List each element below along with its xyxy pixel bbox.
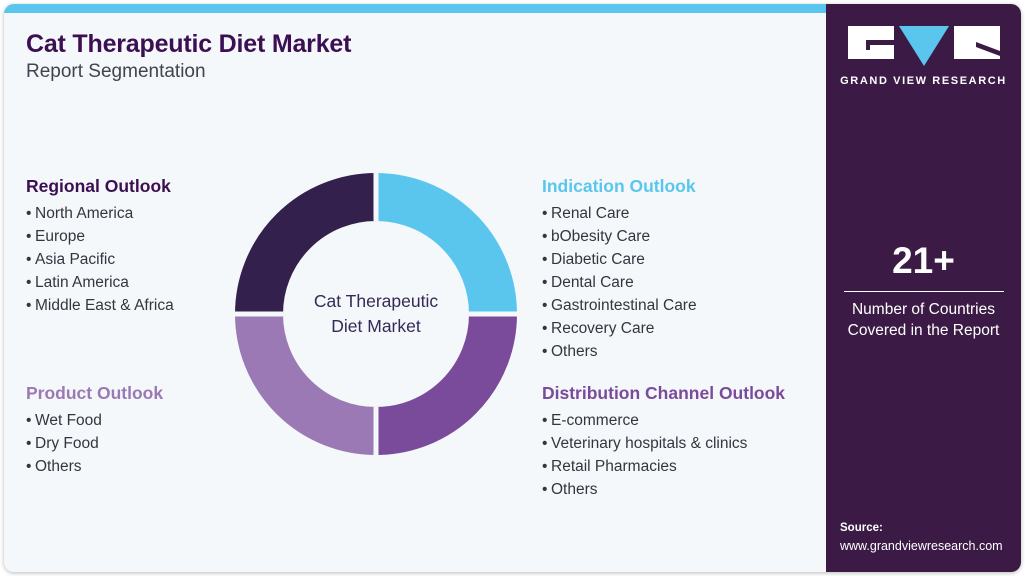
list-item: E-commerce — [542, 409, 785, 432]
donut-svg — [235, 173, 517, 455]
donut-slice-product — [235, 313, 377, 455]
list-item: Asia Pacific — [26, 248, 174, 271]
logo-g-icon — [847, 26, 894, 59]
logo-marks — [847, 26, 1000, 66]
source-block: Source: www.grandviewresearch.com — [840, 520, 1018, 555]
donut-slice-regional — [235, 173, 377, 315]
list-item: North America — [26, 202, 174, 225]
logo-v-triangle-icon — [898, 26, 949, 66]
infographic-card: Cat Therapeutic Diet Market Report Segme… — [4, 4, 1021, 572]
page-title: Cat Therapeutic Diet Market — [26, 30, 352, 58]
stat-caption-line-2: Covered in the Report — [847, 321, 1000, 339]
donut-slice-distribution — [375, 313, 517, 455]
segment-distribution-channel-outlook: Distribution Channel Outlook E-commerce … — [542, 382, 785, 501]
segment-product-outlook: Product Outlook Wet Food Dry Food Others — [26, 382, 163, 478]
list-item: Veterinary hospitals & clinics — [542, 432, 785, 455]
segment-indication-outlook: Indication Outlook Renal Care bObesity C… — [542, 175, 697, 363]
list-item: Dry Food — [26, 432, 163, 455]
list-item: Dental Care — [542, 271, 697, 294]
stat-countries: 21+ Number of Countries Covered in the R… — [826, 242, 1021, 341]
list-item: Others — [26, 455, 163, 478]
segment-list-distribution: E-commerce Veterinary hospitals & clinic… — [542, 409, 785, 501]
brand-logo: GRAND VIEW RESEARCH — [826, 26, 1021, 87]
list-item: Gastrointestinal Care — [542, 294, 697, 317]
stat-divider — [843, 291, 1004, 292]
donut-slice-indication — [375, 173, 517, 315]
segment-list-product: Wet Food Dry Food Others — [26, 409, 163, 478]
list-item: Wet Food — [26, 409, 163, 432]
logo-wordmark: GRAND VIEW RESEARCH — [840, 75, 1007, 87]
stat-caption-line-1: Number of Countries — [851, 301, 995, 318]
segment-heading-distribution: Distribution Channel Outlook — [542, 383, 786, 403]
top-accent-bar — [4, 4, 826, 13]
list-item: Recovery Care — [542, 317, 697, 340]
segment-regional-outlook: Regional Outlook North America Europe As… — [26, 175, 174, 317]
segment-list-regional: North America Europe Asia Pacific Latin … — [26, 202, 174, 317]
sidebar: GRAND VIEW RESEARCH 21+ Number of Countr… — [826, 4, 1021, 572]
list-item: Europe — [26, 225, 174, 248]
page-subtitle: Report Segmentation — [26, 61, 206, 82]
segment-list-indication: Renal Care bObesity Care Diabetic Care D… — [542, 202, 697, 363]
source-label: Source: — [840, 522, 883, 535]
list-item: bObesity Care — [542, 225, 697, 248]
segment-heading-regional: Regional Outlook — [26, 176, 171, 196]
list-item: Retail Pharmacies — [542, 455, 785, 478]
segment-heading-product: Product Outlook — [26, 383, 164, 403]
donut-chart: Cat Therapeutic Diet Market — [235, 173, 517, 455]
list-item: Renal Care — [542, 202, 697, 225]
list-item: Middle East & Africa — [26, 294, 174, 317]
list-item: Others — [542, 340, 697, 363]
stat-number: 21+ — [892, 240, 955, 281]
source-url[interactable]: www.grandviewresearch.com — [840, 538, 1003, 553]
logo-r-icon — [953, 26, 1000, 59]
segment-heading-indication: Indication Outlook — [542, 176, 696, 196]
list-item: Diabetic Care — [542, 248, 697, 271]
list-item: Others — [542, 478, 785, 501]
list-item: Latin America — [26, 271, 174, 294]
